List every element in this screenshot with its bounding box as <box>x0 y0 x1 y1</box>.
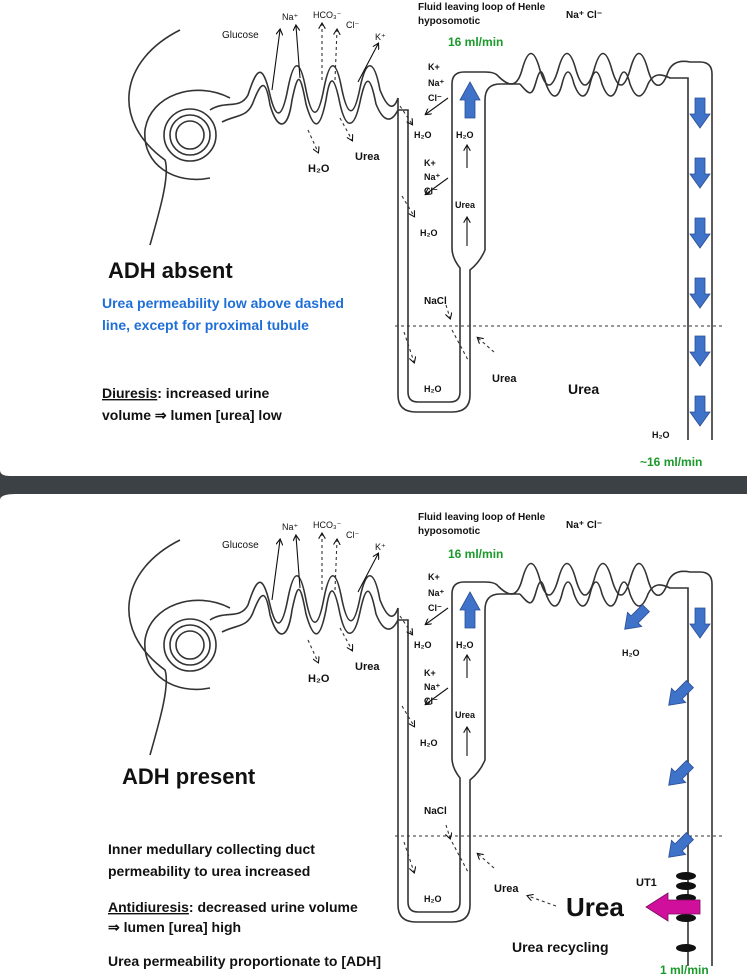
flow-bottom-label-2: 1 ml/min <box>660 963 709 976</box>
loop-h2o-bottom-label-2: H₂O <box>424 894 442 904</box>
proximal-tubule-2 <box>209 575 399 624</box>
diuresis-line-2: volume ⇒ lumen [urea] low <box>102 407 282 423</box>
diuresis-line-1: Diuresis: increased urine <box>102 385 270 401</box>
fluid-note-2: hyposomotic <box>418 16 481 27</box>
k-label-2: K⁺ <box>375 542 386 552</box>
diuresis-rest: : increased urine <box>157 385 269 401</box>
k-label: K⁺ <box>375 32 386 42</box>
imcd-note-line-1: Inner medullary collecting duct <box>108 841 315 857</box>
flow-up-arrow-2 <box>459 591 481 629</box>
antidiuresis-line-2: ⇒ lumen [urea] high <box>108 919 241 935</box>
cd-h2o-label: H₂O <box>652 430 670 440</box>
na-cl-top-label: Na⁺ Cl⁻ <box>566 10 602 21</box>
glucose-label: Glucose <box>222 30 259 41</box>
pct-urea-label: Urea <box>355 151 380 163</box>
nacl-label-2: NaCl <box>424 806 447 817</box>
interstitial-urea-label: Urea <box>568 381 599 397</box>
loop-urea-label-b: Urea <box>455 710 476 720</box>
loop-k-label-b: K+ <box>428 572 440 582</box>
distal-tubule <box>497 52 713 440</box>
loop-transport-arrows <box>401 97 495 362</box>
diuresis-term: Diuresis <box>102 385 157 401</box>
loop-na-label: Na⁺ <box>428 78 445 88</box>
flow-top-label-2: 16 ml/min <box>448 547 503 561</box>
urea-recycling-label: Urea recycling <box>512 939 609 955</box>
loop-urea-label: Urea <box>455 200 476 210</box>
pct-transport-arrows-2 <box>271 534 412 662</box>
loop-k-label-2: K+ <box>424 158 436 168</box>
panel-adh-present: Glucose Na⁺ HCO₃⁻ Cl⁻ K⁺ H₂O Urea Fluid … <box>108 512 722 976</box>
loop-h2o-bottom-label: H₂O <box>424 384 442 394</box>
big-urea-label: Urea <box>566 892 624 922</box>
panel-divider <box>0 470 747 500</box>
fluid-note-1: Fluid leaving loop of Henle <box>418 2 546 13</box>
collecting-duct-arrows-2 <box>617 600 711 865</box>
loop-transport-arrows-2 <box>401 607 557 907</box>
loop-na-label-b2: Na⁺ <box>424 682 441 692</box>
antidiuresis-line-1: Antidiuresis: decreased urine volume <box>108 899 358 915</box>
flow-up-arrow <box>459 81 481 119</box>
pct-transport-arrows <box>271 24 412 152</box>
cl-label-2: Cl⁻ <box>346 530 359 540</box>
loop-cl-label-b2: Cl⁻ <box>424 696 438 706</box>
loop-of-henle-2 <box>397 593 520 923</box>
loop-na-label-b: Na⁺ <box>428 588 445 598</box>
loop-h2o-label-3: H₂O <box>420 228 438 238</box>
loop-k-label: K+ <box>428 62 440 72</box>
proximal-tubule <box>209 65 399 114</box>
flow-top-label: 16 ml/min <box>448 35 503 49</box>
loop-of-henle <box>397 83 520 413</box>
flow-bottom-label: ~16 ml/min <box>640 455 702 469</box>
loop-urea-bottom-label: Urea <box>492 373 517 385</box>
proportion-note: Urea permeability proportionate to [ADH] <box>108 953 381 969</box>
urea-exit-arrow <box>645 892 701 922</box>
loop-h2o-left-label: H₂O <box>414 130 432 140</box>
permeability-note-line-1: Urea permeability low above dashed <box>102 295 344 311</box>
collecting-duct-arrows <box>689 97 711 427</box>
loop-k-label-b2: K+ <box>424 668 436 678</box>
glomerulus <box>128 29 231 246</box>
antidiuresis-term: Antidiuresis <box>108 899 189 915</box>
panel-title-adh-absent: ADH absent <box>108 258 233 283</box>
na-cl-top-label-2: Na⁺ Cl⁻ <box>566 520 602 531</box>
imcd-note-line-2: permeability to urea increased <box>108 863 310 879</box>
hco3-label: HCO₃⁻ <box>313 10 342 20</box>
hco3-label-2: HCO₃⁻ <box>313 520 342 530</box>
fluid-note-1-2: Fluid leaving loop of Henle <box>418 512 546 523</box>
pct-urea-label-2: Urea <box>355 661 380 673</box>
loop-h2o-right-label: H₂O <box>456 130 474 140</box>
glucose-label-2: Glucose <box>222 540 259 551</box>
glomerulus-2 <box>128 539 231 756</box>
na-label: Na⁺ <box>282 12 299 22</box>
fluid-note-2-2: hyposomotic <box>418 526 481 537</box>
loop-h2o-right-label-b: H₂O <box>456 640 474 650</box>
loop-urea-bottom-label-2: Urea <box>494 883 519 895</box>
ut1-label: UT1 <box>636 877 657 889</box>
panel-title-adh-present: ADH present <box>122 764 256 789</box>
pct-h2o-label-2: H₂O <box>308 673 330 685</box>
loop-na-label-2: Na⁺ <box>424 172 441 182</box>
dct-h2o-label: H₂O <box>622 648 640 658</box>
loop-h2o-left-label-b: H₂O <box>414 640 432 650</box>
panel-adh-absent: Glucose Na⁺ HCO₃⁻ Cl⁻ K⁺ H₂O Urea Fluid … <box>102 2 722 469</box>
na-label-2: Na⁺ <box>282 522 299 532</box>
loop-cl-label: Cl⁻ <box>428 93 442 103</box>
cl-label: Cl⁻ <box>346 20 359 30</box>
pct-h2o-label: H₂O <box>308 163 330 175</box>
nacl-label: NaCl <box>424 296 447 307</box>
distal-tubule-2 <box>497 562 713 966</box>
permeability-note-line-2: line, except for proximal tubule <box>102 317 309 333</box>
antidiuresis-rest: : decreased urine volume <box>189 899 358 915</box>
loop-cl-label-2: Cl⁻ <box>424 186 438 196</box>
loop-h2o-label-b3: H₂O <box>420 738 438 748</box>
loop-cl-label-b: Cl⁻ <box>428 603 442 613</box>
